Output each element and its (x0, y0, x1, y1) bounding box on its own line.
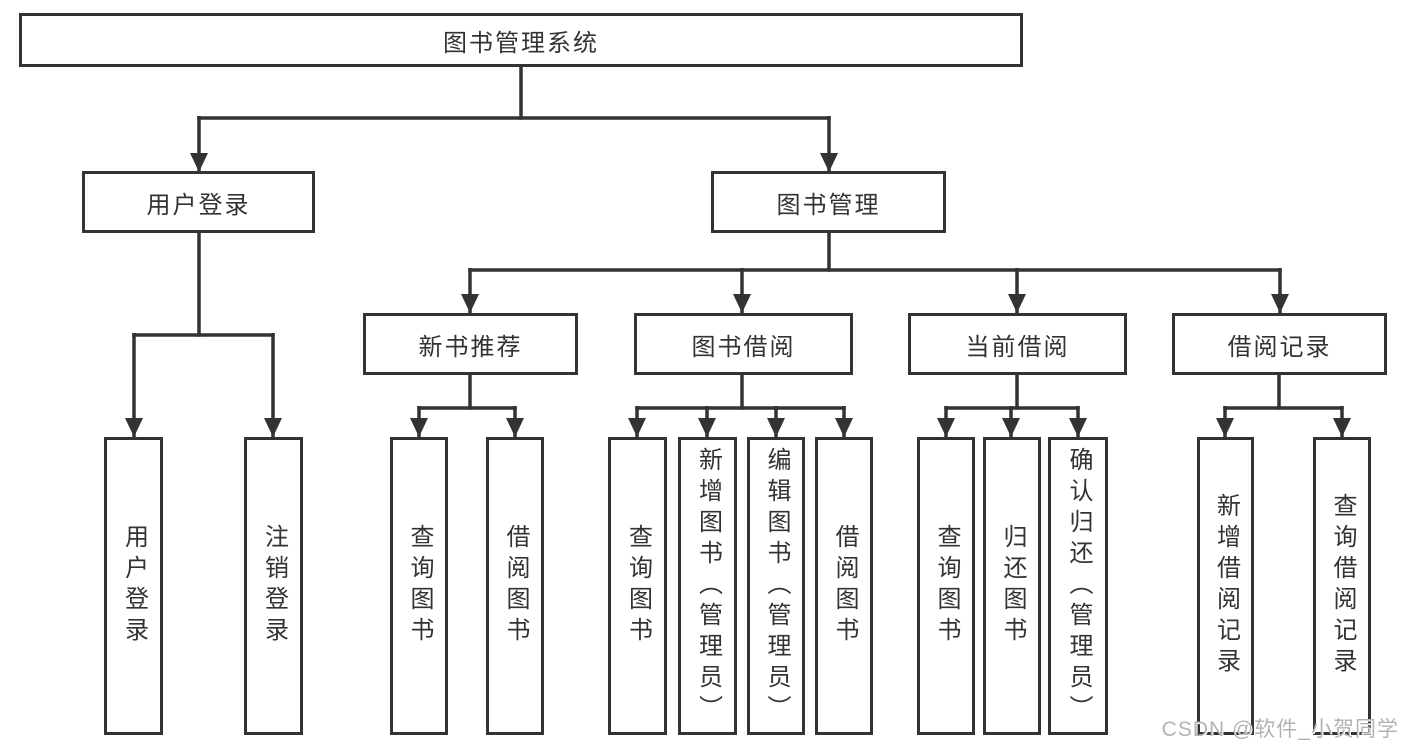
node-label: 归还图书 (999, 524, 1026, 648)
node-rec-borrow-book: 借阅图书 (486, 437, 544, 735)
node-cb-confirm-return-admin: 确认归还（管理员） (1048, 437, 1108, 735)
node-borrow-record: 借阅记录 (1172, 313, 1387, 375)
node-label: 编辑图书（管理员） (763, 446, 790, 726)
node-label: 借阅图书 (831, 524, 858, 648)
node-bb-edit-book-admin: 编辑图书（管理员） (747, 437, 805, 735)
csdn-watermark: CSDN @软件_小贺同学 (1161, 718, 1399, 741)
node-cb-return-book: 归还图书 (983, 437, 1041, 735)
node-new-book-recommend: 新书推荐 (363, 313, 578, 375)
node-label: 注销登录 (260, 524, 288, 648)
node-br-query-record: 查询借阅记录 (1313, 437, 1371, 735)
node-cb-query-book: 查询图书 (917, 437, 975, 735)
node-label: 确认归还（管理员） (1065, 446, 1092, 726)
node-label: 新增图书（管理员） (694, 446, 722, 726)
node-book-management: 图书管理 (711, 171, 946, 233)
node-root: 图书管理系统 (19, 13, 1023, 67)
node-label: 用户登录 (120, 524, 148, 648)
node-label: 查询图书 (406, 524, 433, 648)
node-br-add-record: 新增借阅记录 (1197, 437, 1254, 735)
node-label: 新增借阅记录 (1212, 493, 1240, 679)
node-book-borrow: 图书借阅 (634, 313, 853, 375)
node-rec-query-book: 查询图书 (390, 437, 448, 735)
connector-group (125, 65, 1351, 437)
node-user-login: 用户登录 (82, 171, 315, 233)
node-label: 查询图书 (624, 524, 652, 648)
node-current-borrow: 当前借阅 (908, 313, 1127, 375)
node-logout: 注销登录 (244, 437, 303, 735)
node-label: 查询图书 (933, 524, 960, 648)
node-bb-query-book: 查询图书 (608, 437, 667, 735)
node-bb-add-book-admin: 新增图书（管理员） (678, 437, 737, 735)
node-label: 查询借阅记录 (1329, 493, 1356, 679)
node-label: 借阅图书 (502, 524, 529, 648)
node-login: 用户登录 (104, 437, 163, 735)
node-bb-borrow-book: 借阅图书 (815, 437, 873, 735)
